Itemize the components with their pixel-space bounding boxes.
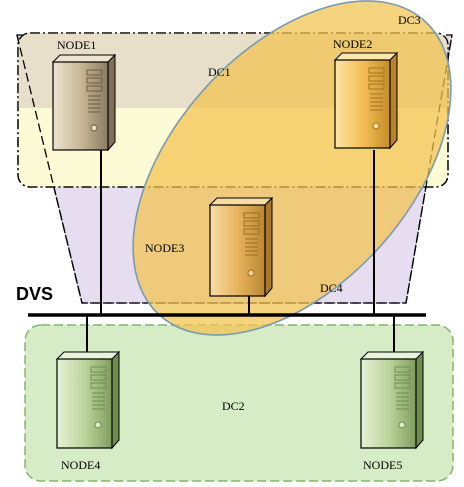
node4-label: NODE4 [61,458,100,472]
node3-label: NODE3 [145,241,184,255]
node3-server-icon [208,196,274,298]
node2-server-icon [333,51,399,150]
dc4-label: DC4 [320,281,343,295]
dc2-label: DC2 [222,399,245,413]
node5-server-icon [359,350,425,450]
node1-label: NODE1 [57,38,96,52]
node5-label: NODE5 [363,458,402,472]
node2-label: NODE2 [333,37,372,51]
dc3-label: DC3 [398,13,421,27]
node4-server-icon [55,350,121,450]
dc1-label: DC1 [208,65,231,79]
node1-server-icon [51,53,117,152]
connections [86,150,395,352]
dvs-label: DVS [16,284,53,304]
